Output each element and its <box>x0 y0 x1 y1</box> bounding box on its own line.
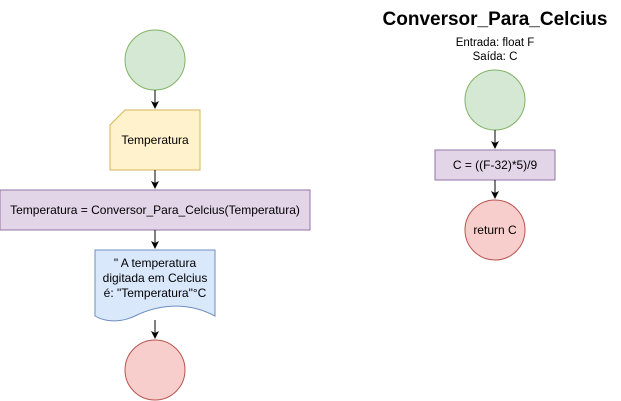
output-line-2: digitada em Celcius <box>102 271 208 285</box>
function-start-node <box>464 69 526 131</box>
function-output-label: Saída: C <box>472 51 518 63</box>
function-title: Conversor_Para_Celcius <box>382 9 608 30</box>
end-node <box>124 339 186 401</box>
function-process-node <box>434 149 556 181</box>
function-return-node <box>464 199 526 261</box>
output-node-label: " A temperatura digitada em Celcius é: "… <box>95 256 215 301</box>
output-line-3: é: "Temperatura"°C <box>103 286 207 300</box>
function-input-label: Entrada: float F <box>455 37 535 49</box>
process-node <box>0 189 311 231</box>
input-node-label: Temperatura <box>121 133 189 147</box>
function-process-label: C = ((F-32)*5)/9 <box>452 158 538 172</box>
start-node <box>124 29 186 91</box>
output-line-1: " A temperatura <box>113 256 197 270</box>
process-node-label: Temperatura = Conversor_Para_Celcius(Tem… <box>10 203 300 217</box>
function-return-label: return C <box>473 223 517 237</box>
output-document-node <box>94 249 216 322</box>
